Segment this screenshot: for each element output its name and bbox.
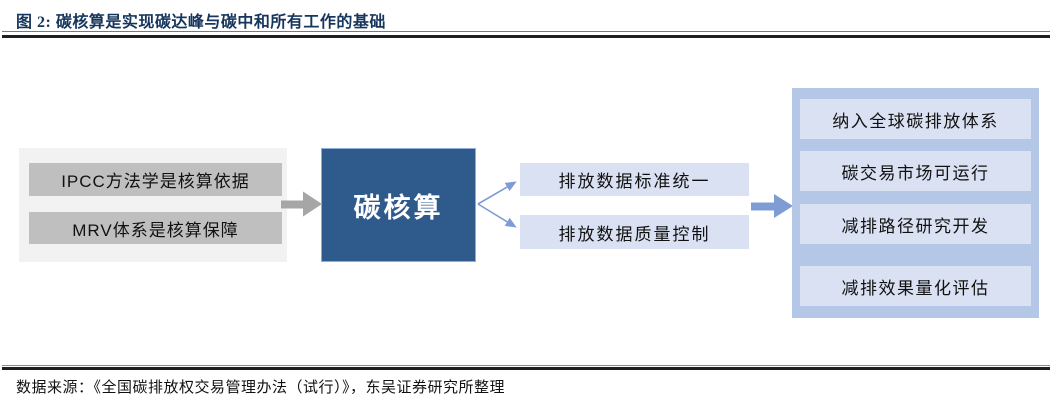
input-panel: IPCC方法学是核算依据 MRV体系是核算保障 [19, 148, 287, 262]
function-item-quality: 排放数据质量控制 [520, 215, 749, 249]
arrow-head [303, 191, 322, 217]
outcome-panel: 纳入全球碳排放体系 碳交易市场可运行 减排路径研究开发 减排效果量化评估 [792, 88, 1039, 318]
carbon-accounting-box: 碳核算 [321, 148, 476, 262]
connector-line-lower [477, 203, 517, 228]
input-item-ipcc: IPCC方法学是核算依据 [29, 163, 282, 196]
gray-right-arrow-icon [281, 191, 322, 217]
arrow-shaft [751, 202, 774, 211]
outcome-item-path-research: 减排路径研究开发 [800, 204, 1031, 244]
arrow-shaft [281, 200, 303, 209]
figure-title: 图 2: 碳核算是实现碳达峰与碳中和所有工作的基础 [16, 14, 386, 31]
arrow-head [774, 194, 793, 218]
outcome-item-effect-evaluation: 减排效果量化评估 [800, 266, 1031, 306]
connector-line-upper [477, 181, 517, 205]
outcome-item-carbon-market: 碳交易市场可运行 [800, 151, 1031, 191]
function-item-standard: 排放数据标准统一 [520, 163, 749, 196]
fan-connector-icon [477, 181, 517, 228]
blue-right-arrow-icon [751, 194, 793, 218]
data-source-note: 数据来源：《全国碳排放权交易管理办法（试行）》，东吴证券研究所整理 [16, 380, 506, 396]
footer-divider [2, 365, 1050, 370]
input-item-mrv: MRV体系是核算保障 [29, 212, 282, 244]
outcome-item-global-system: 纳入全球碳排放体系 [800, 99, 1031, 139]
title-divider [2, 31, 1050, 38]
